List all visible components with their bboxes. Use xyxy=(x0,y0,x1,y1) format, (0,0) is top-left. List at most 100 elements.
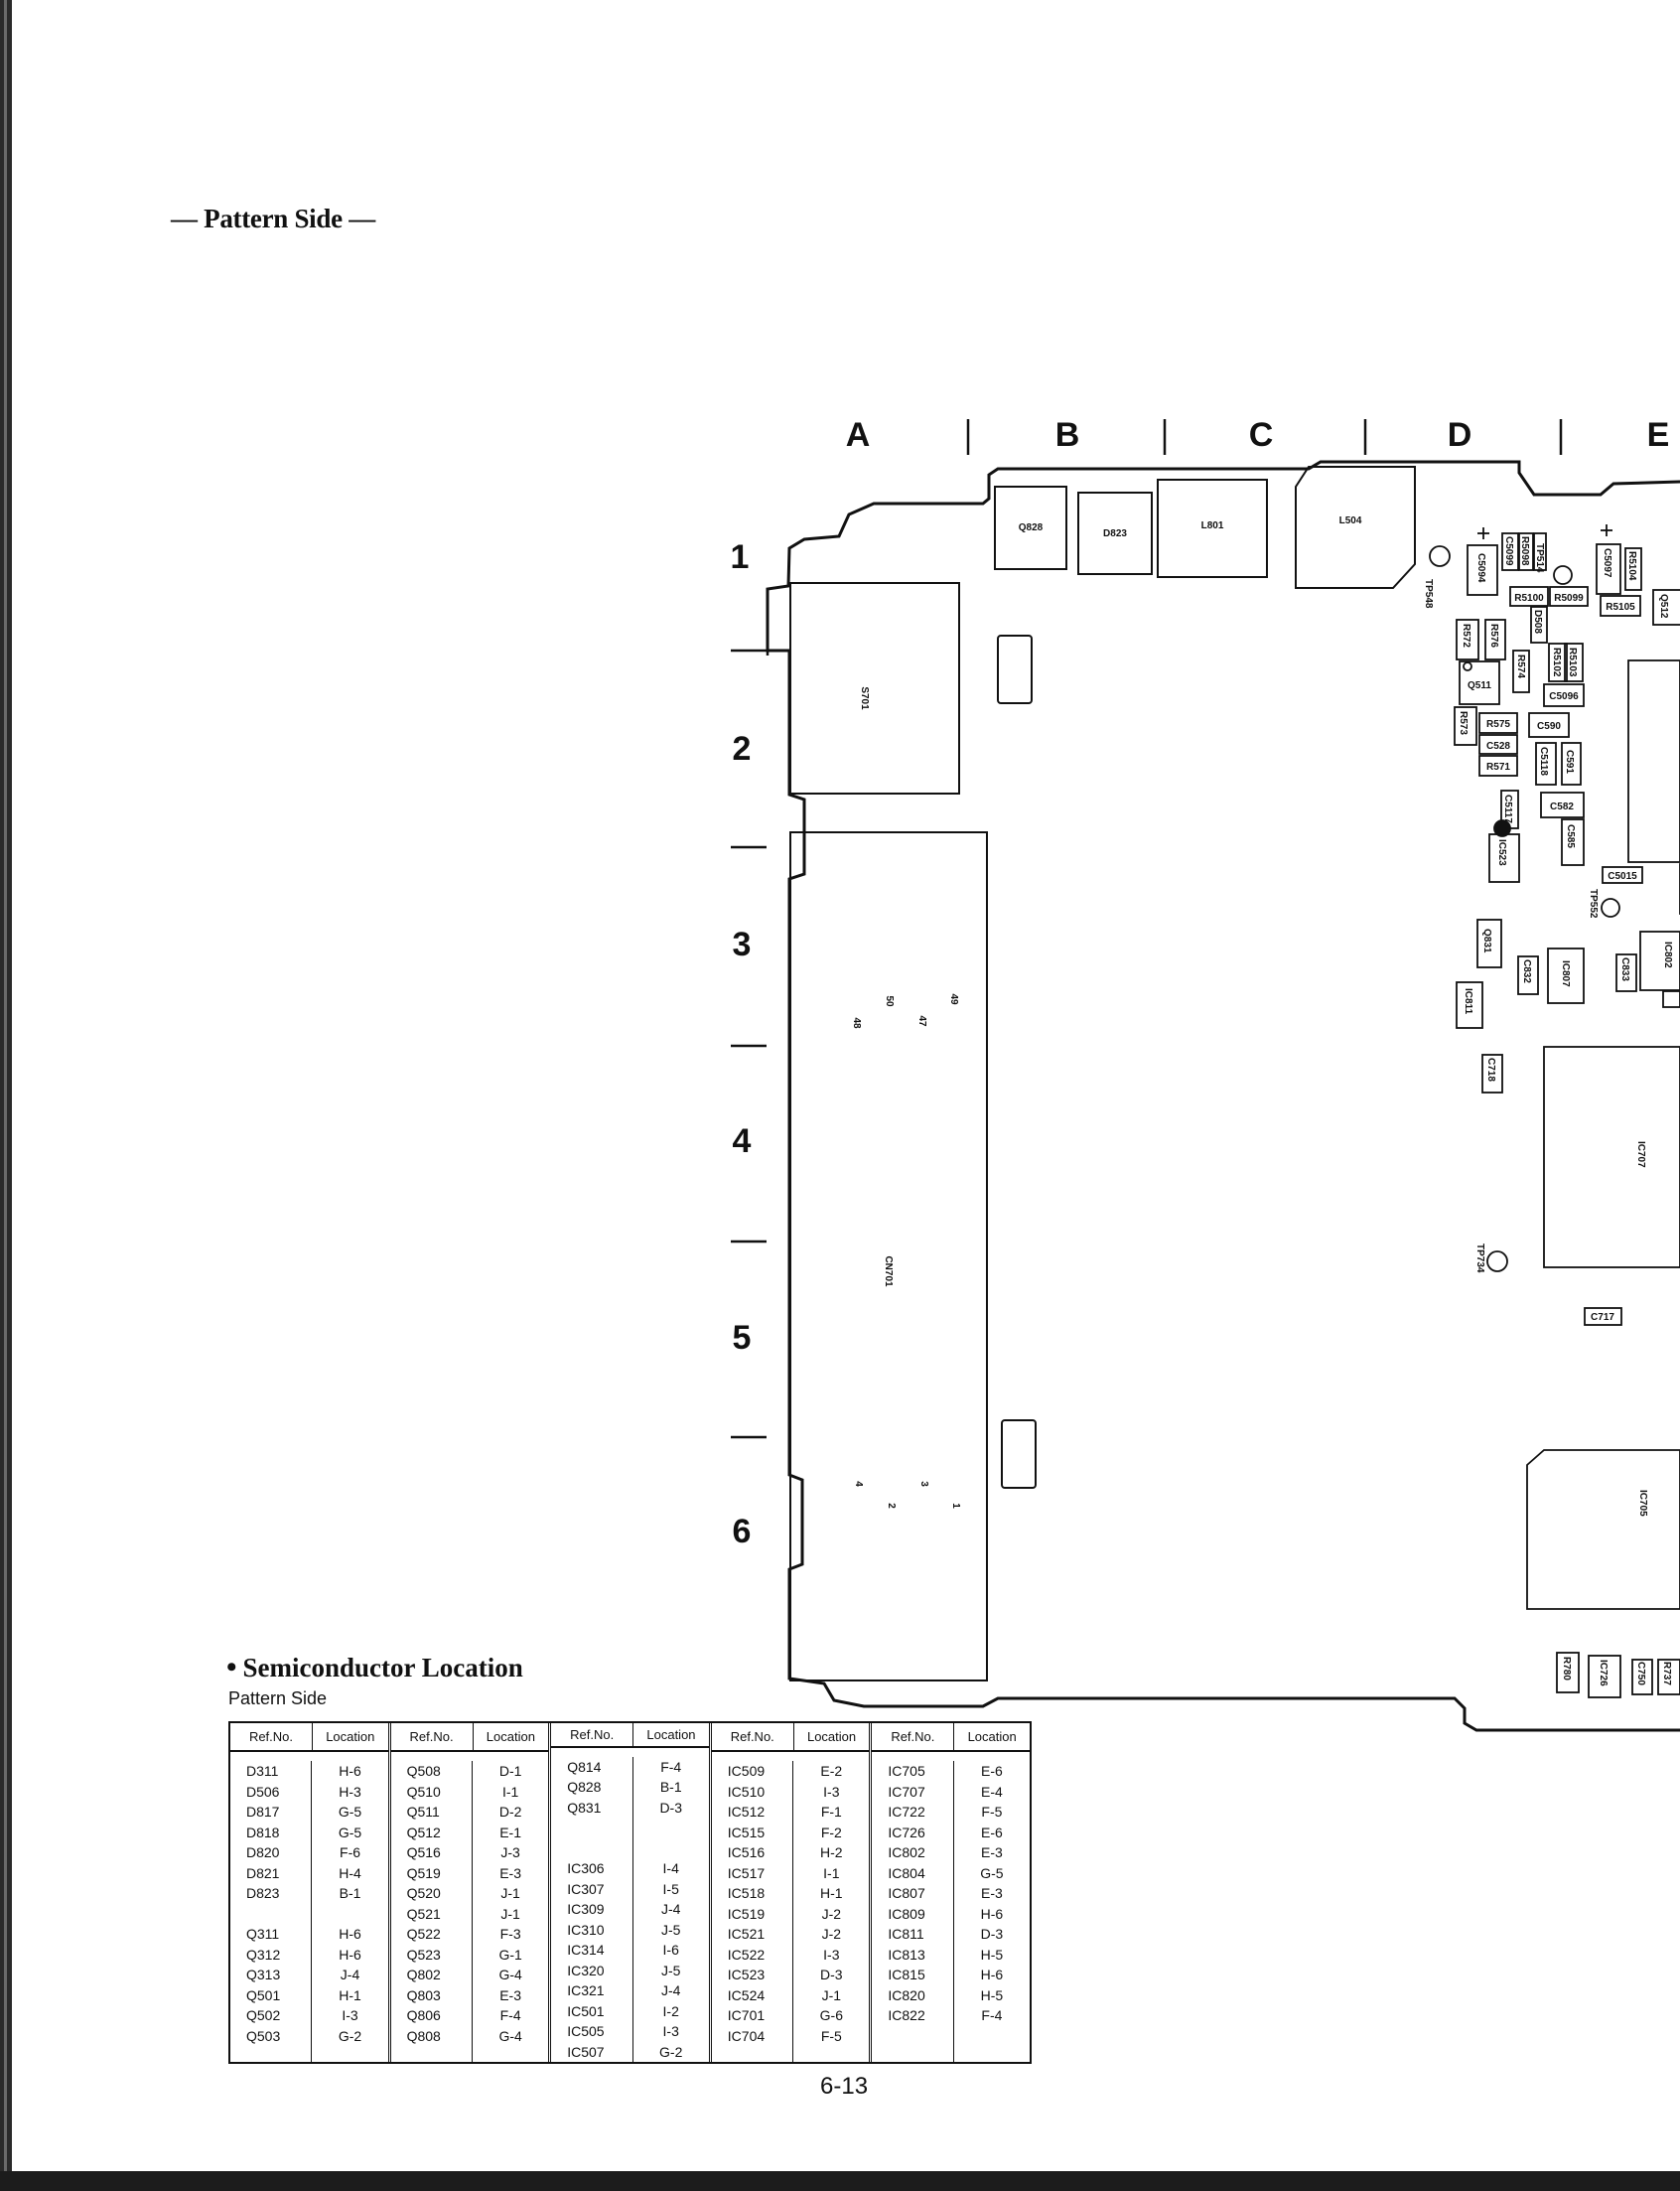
ref-no-cell: IC726 xyxy=(888,1824,925,1840)
l504-outline xyxy=(1295,466,1416,589)
ref-no-header: Ref.No. xyxy=(872,1723,955,1750)
location-cell: G-6 xyxy=(819,2007,843,2023)
location-cell: H-4 xyxy=(339,1864,361,1881)
cn701-pin-50: 50 xyxy=(884,995,895,1007)
s701-outline xyxy=(789,582,960,795)
location-cell: J-4 xyxy=(660,1901,681,1917)
location-cell: F-3 xyxy=(499,1926,521,1942)
cn701-label: CN701 xyxy=(883,1255,894,1287)
ref-no-cell: Q312 xyxy=(246,1946,281,1963)
cn701-pin-1: 1 xyxy=(950,1503,961,1509)
ref-no-cell: Q501 xyxy=(246,1986,281,2003)
location-cell: D-3 xyxy=(980,1926,1004,1942)
cn701-outline xyxy=(789,831,988,1681)
ref-no-cell: Q828 xyxy=(567,1779,602,1795)
location-cell: F-4 xyxy=(499,2007,521,2023)
location-cell: J-2 xyxy=(821,1926,842,1942)
ref-no-cell: Q802 xyxy=(406,1967,441,1982)
ref-no-cell: IC306 xyxy=(567,1860,605,1876)
ref-no-cell: Q511 xyxy=(406,1804,440,1820)
r572-label: R572 xyxy=(1461,624,1471,648)
ref-no-cell: IC523 xyxy=(727,1967,766,1982)
cn701-pin-47: 47 xyxy=(916,1015,927,1027)
ref-no-header: Ref.No. xyxy=(712,1723,794,1750)
location-cell: I-3 xyxy=(823,1783,840,1800)
location-cell: I-2 xyxy=(662,2002,679,2019)
ref-no-cell: Q814 xyxy=(567,1758,602,1775)
location-cell: B-1 xyxy=(339,1885,361,1901)
location-cell: I-1 xyxy=(823,1864,840,1881)
location-header: Location xyxy=(326,1729,375,1744)
grid-column-label-e: E xyxy=(1647,416,1670,454)
ref-no-cell: D823 xyxy=(246,1885,280,1901)
page-number: 6-13 xyxy=(820,2073,869,2100)
c590-label: C590 xyxy=(1537,721,1561,732)
location-cell: H-5 xyxy=(980,1986,1004,2003)
location-cell: E-3 xyxy=(499,1986,522,2003)
ref-no-cell: IC501 xyxy=(567,2002,605,2019)
location-cell: E-3 xyxy=(981,1844,1003,1860)
location-cell: J-4 xyxy=(340,1967,360,1982)
semiconductor-location-subtitle: Pattern Side xyxy=(228,1688,328,1708)
r5105-label: R5105 xyxy=(1606,602,1635,613)
location-cell: D-3 xyxy=(659,1799,682,1816)
grid-row-label-4: 4 xyxy=(733,1122,752,1160)
location-cell: G-2 xyxy=(338,2027,362,2044)
d-column-components xyxy=(1429,524,1680,1698)
location-cell: I-6 xyxy=(662,1942,679,1958)
location-cell: I-4 xyxy=(662,1860,679,1876)
ref-no-cell: IC707 xyxy=(888,1783,925,1800)
ref-no-cell: Q516 xyxy=(406,1844,441,1860)
location-cell: D-3 xyxy=(820,1967,843,1982)
r574-label: R574 xyxy=(1515,655,1526,678)
l801-label: L801 xyxy=(1201,520,1224,531)
tp548-label: TP548 xyxy=(1423,579,1434,609)
location-cell: G-4 xyxy=(498,2027,522,2044)
tp552-label: TP552 xyxy=(1588,889,1599,919)
ref-no-cell: IC519 xyxy=(727,1905,766,1922)
r5098-label: R5098 xyxy=(1519,536,1530,566)
b2-pad xyxy=(997,635,1033,704)
l504-label: L504 xyxy=(1339,515,1362,526)
ref-no-cell: D311 xyxy=(246,1763,279,1779)
ref-no-cell: IC314 xyxy=(567,1942,605,1958)
location-cell: D-1 xyxy=(498,1763,522,1779)
location-cell: F-2 xyxy=(820,1824,842,1840)
location-cell: J-4 xyxy=(660,1982,681,1998)
c832-label: C832 xyxy=(1521,959,1532,983)
ref-no-cell: IC309 xyxy=(567,1901,605,1917)
location-cell: G-2 xyxy=(659,2043,683,2060)
ref-no-cell: IC509 xyxy=(727,1763,766,1779)
location-cell: F-4 xyxy=(660,1758,682,1775)
l801-outline xyxy=(1157,479,1268,578)
c750-label: C750 xyxy=(1635,1662,1646,1685)
c5118-label: C5118 xyxy=(1538,747,1549,776)
q828-outline xyxy=(994,486,1067,570)
location-cell: E-3 xyxy=(981,1885,1003,1901)
location-cell: B-1 xyxy=(659,1779,682,1795)
d508-label: D508 xyxy=(1532,610,1543,634)
location-cell: G-5 xyxy=(980,1864,1004,1881)
ref-no-cell xyxy=(567,1838,631,1859)
location-cell: J-5 xyxy=(660,1921,681,1938)
ref-no-cell: Q512 xyxy=(406,1824,441,1840)
ref-no-cell: IC510 xyxy=(727,1783,766,1800)
cn701-pin-48: 48 xyxy=(851,1017,862,1029)
c5097-label: C5097 xyxy=(1602,548,1612,578)
ref-no-cell: IC804 xyxy=(888,1864,925,1881)
ref-no-cell: Q510 xyxy=(406,1783,441,1800)
grid-column-dividers xyxy=(966,419,1563,455)
ref-no-cell: D817 xyxy=(246,1804,280,1820)
location-cell: I-1 xyxy=(501,1783,519,1800)
ic802-label: IC802 xyxy=(1662,942,1673,968)
location-cell: I-3 xyxy=(662,2023,679,2039)
location-cell: H-3 xyxy=(339,1783,361,1800)
ref-no-cell: Q806 xyxy=(406,2007,441,2023)
c591-label: C591 xyxy=(1564,750,1575,774)
grid-column-label-b: B xyxy=(1055,416,1080,454)
ref-no-cell: IC701 xyxy=(727,2007,766,2023)
